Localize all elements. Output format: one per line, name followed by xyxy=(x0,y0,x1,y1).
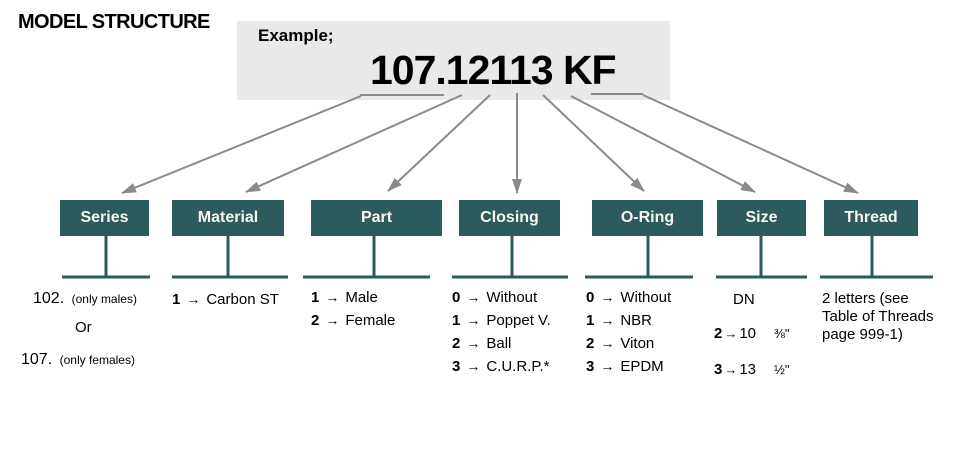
item-key: 2 xyxy=(714,325,723,342)
item-key: 1 xyxy=(311,289,320,306)
item-fraction: ½" xyxy=(774,362,790,377)
item-key: 2 xyxy=(586,335,595,352)
arrow-to-thread xyxy=(642,94,859,194)
item-key: 2 xyxy=(452,335,461,352)
item-key: 1 xyxy=(172,291,181,308)
item-key: 0 xyxy=(586,289,595,306)
item-value: C.U.R.P.* xyxy=(486,358,550,375)
right-arrow-icon: → xyxy=(466,289,481,305)
closing-values: 0 → Without 1 → Poppet V. 2 → Ball 3 → C… xyxy=(452,289,551,381)
thread-note-line: page 999-1) xyxy=(822,326,903,343)
list-item: 0 → Without xyxy=(586,289,671,312)
right-arrow-icon: → xyxy=(186,291,201,307)
arrow-to-series xyxy=(121,95,362,194)
item-value: 13 xyxy=(739,361,757,378)
list-item: 2 → Ball xyxy=(452,335,551,358)
series-or-label: Or xyxy=(75,319,92,336)
item-key: 3 xyxy=(586,358,595,375)
series-note: (only males) xyxy=(71,292,137,306)
item-value: Poppet V. xyxy=(486,312,551,329)
item-key: 3 xyxy=(452,358,461,375)
category-box-size: Size xyxy=(717,200,806,236)
list-item: 2 → Viton xyxy=(586,335,671,358)
list-item: 1 → Male xyxy=(311,289,395,312)
list-item: 1 → Poppet V. xyxy=(452,312,551,335)
item-key: 2 xyxy=(311,312,320,329)
category-box-oring: O-Ring xyxy=(592,200,703,236)
right-arrow-icon: → xyxy=(600,358,615,374)
category-box-part: Part xyxy=(311,200,442,236)
category-box-thread: Thread xyxy=(824,200,918,236)
item-value: Male xyxy=(345,289,378,306)
oring-values: 0 → Without 1 → NBR 2 → Viton 3 → EPDM xyxy=(586,289,671,381)
item-key: 1 xyxy=(586,312,595,329)
right-arrow-icon: → xyxy=(600,312,615,328)
list-item: 3 → C.U.R.P.* xyxy=(452,358,551,381)
item-value: Carbon ST xyxy=(206,291,279,308)
item-value: EPDM xyxy=(620,358,664,375)
item-key: 0 xyxy=(452,289,461,306)
size-dn-label: DN xyxy=(733,291,755,308)
right-arrow-icon: → xyxy=(600,289,615,305)
arrow-to-part xyxy=(387,94,491,192)
list-item: 2 → 10 ⅜" xyxy=(714,325,790,342)
item-key: 3 xyxy=(714,361,723,378)
list-item: 1 → NBR xyxy=(586,312,671,335)
series-option-1: 102. (only males) xyxy=(33,290,137,308)
right-arrow-icon: → xyxy=(466,312,481,328)
list-item: 1 → Carbon ST xyxy=(172,291,279,314)
example-code: 107.12113 KF xyxy=(370,47,617,93)
example-panel: Example; 107.12113 KF xyxy=(237,21,670,100)
arrow-to-oring xyxy=(542,94,645,192)
category-box-series: Series xyxy=(60,200,149,236)
arrow-to-material xyxy=(245,94,463,193)
part-values: 1 → Male 2 → Female xyxy=(311,289,395,335)
example-label: Example; xyxy=(258,26,334,45)
list-item: 0 → Without xyxy=(452,289,551,312)
list-item: 3 → 13 ½" xyxy=(714,361,790,378)
list-item: 2 → Female xyxy=(311,312,395,335)
thread-note: 2 letters (see Table of Threads page 999… xyxy=(822,290,972,344)
item-fraction: ⅜" xyxy=(774,326,790,341)
thread-note-line: Table of Threads xyxy=(822,308,934,325)
right-arrow-icon: → xyxy=(724,362,738,377)
right-arrow-icon: → xyxy=(600,335,615,351)
material-values: 1 → Carbon ST xyxy=(172,291,279,314)
category-box-closing: Closing xyxy=(459,200,560,236)
item-value: Without xyxy=(486,289,538,306)
arrow-to-size xyxy=(570,95,756,193)
right-arrow-icon: → xyxy=(325,289,340,305)
series-option-2: 107. (only females) xyxy=(21,351,135,369)
item-key: 1 xyxy=(452,312,461,329)
item-value: Ball xyxy=(486,335,512,352)
list-item: 3 → EPDM xyxy=(586,358,671,381)
right-arrow-icon: → xyxy=(466,358,481,374)
item-value: Viton xyxy=(620,335,655,352)
item-value: NBR xyxy=(620,312,653,329)
item-value: Without xyxy=(620,289,672,306)
right-arrow-icon: → xyxy=(325,312,340,328)
right-arrow-icon: → xyxy=(724,326,738,341)
item-value: Female xyxy=(345,312,396,329)
thread-note-line: 2 letters (see xyxy=(822,290,909,307)
category-box-material: Material xyxy=(172,200,284,236)
page-title: MODEL STRUCTURE xyxy=(18,11,210,33)
series-code: 107. xyxy=(21,351,53,368)
series-note: (only females) xyxy=(59,353,135,367)
series-code: 102. xyxy=(33,290,65,307)
item-value: 10 xyxy=(739,325,757,342)
right-arrow-icon: → xyxy=(466,335,481,351)
